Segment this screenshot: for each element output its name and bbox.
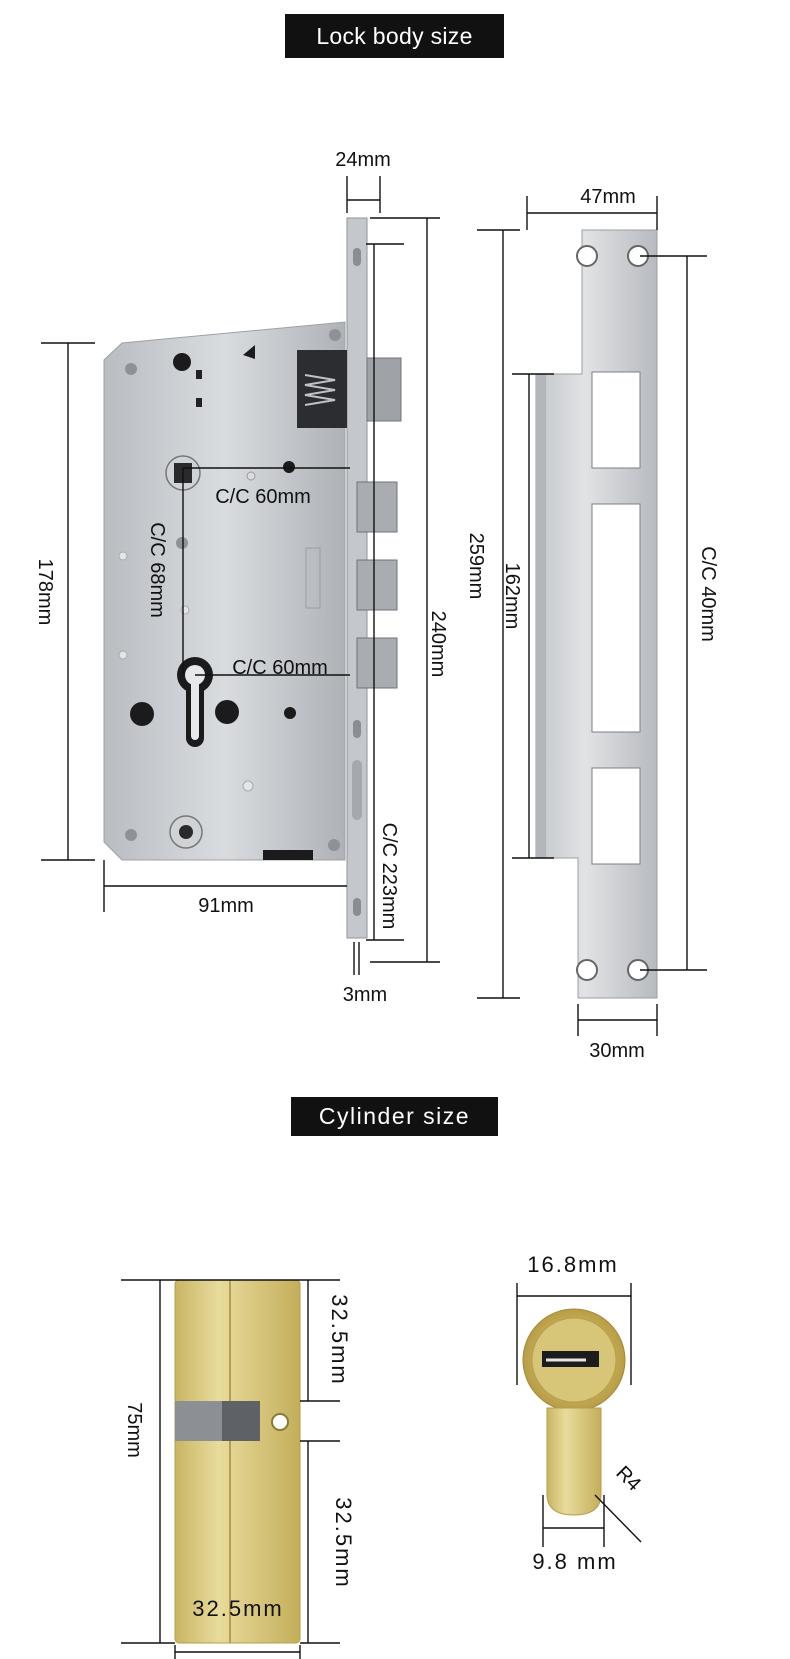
cylinder-dimensions — [121, 1279, 642, 1659]
dim-strike-bottom-width: 30mm — [589, 1040, 645, 1062]
dim-case-width: 91mm — [198, 895, 254, 917]
dim-strike-lip: 162mm — [501, 563, 523, 630]
dim-case-height: 178mm — [34, 559, 56, 626]
cylinder-heading: Cylinder size — [291, 1097, 498, 1136]
dim-faceplate-thickness: 3mm — [343, 984, 387, 1006]
dim-vertical-cc: C/C 68mm — [146, 522, 168, 618]
dim-cylinder-cc: C/C 60mm — [232, 657, 328, 679]
cylinder-side — [174, 1279, 301, 1644]
strike-plate — [535, 229, 658, 999]
strike-plate-dimensions — [477, 196, 707, 1036]
lock-body-dimensions — [41, 176, 440, 975]
dim-strike-hole-cc: C/C 40mm — [697, 546, 719, 642]
dim-strike-height: 259mm — [465, 533, 487, 600]
dim-handle-cc: C/C 60mm — [215, 486, 311, 508]
dim-strike-width: 47mm — [580, 186, 636, 208]
dim-cylinder-half-bottom: 32.5mm — [331, 1497, 356, 1588]
dim-cylinder-tail-width: 9.8 mm — [532, 1549, 617, 1574]
dim-cylinder-width: 32.5mm — [192, 1596, 283, 1621]
cylinder-front — [522, 1308, 626, 1516]
dim-cylinder-radius: R4 — [611, 1462, 645, 1496]
dim-cylinder-length: 75mm — [123, 1402, 145, 1458]
dim-cylinder-diameter: 16.8mm — [527, 1252, 618, 1277]
dim-faceplate-cc: C/C 223mm — [378, 823, 400, 930]
dim-faceplate-height: 240mm — [427, 611, 449, 678]
dim-faceplate-width: 24mm — [335, 149, 391, 171]
lock-body-heading: Lock body size — [285, 14, 504, 58]
dim-cylinder-half-top: 32.5mm — [327, 1294, 352, 1385]
